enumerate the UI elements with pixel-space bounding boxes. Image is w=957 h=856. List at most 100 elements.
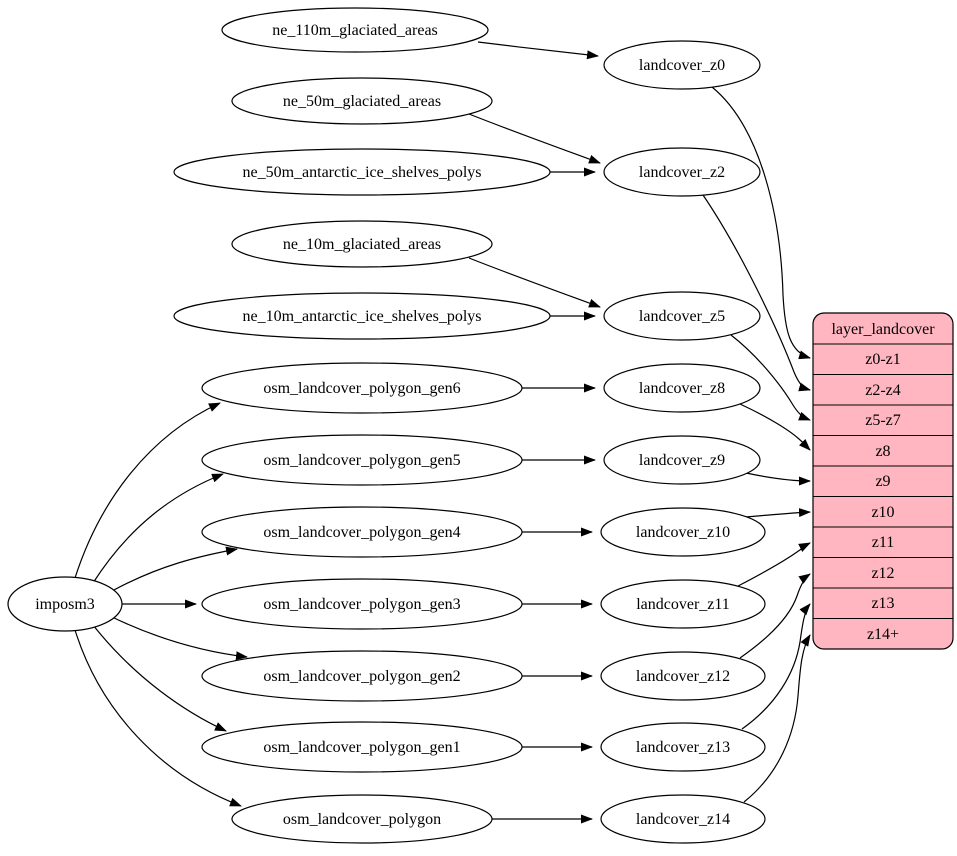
node-landcover_z2: landcover_z2	[603, 147, 761, 197]
edge-z11-row	[737, 542, 811, 587]
edge-z12-row	[739, 573, 811, 659]
node-label: osm_landcover_polygon_gen3	[263, 596, 460, 613]
node-label: landcover_z9	[639, 452, 725, 469]
edge-ne10mg-z5	[468, 257, 601, 308]
table-row-label: z9	[875, 473, 890, 490]
table-layer_landcover: layer_landcover z0-z1 z2-z4 z5-z7 z8 z9 …	[812, 312, 954, 650]
node-ellipse	[600, 579, 766, 629]
node-osm_landcover_polygon_gen5: osm_landcover_polygon_gen5	[201, 434, 523, 486]
node-ne_10m_glaciated_areas: ne_10m_glaciated_areas	[231, 220, 493, 268]
node-ellipse	[603, 363, 761, 413]
node-ellipse	[603, 147, 761, 197]
node-label: osm_landcover_polygon_gen1	[263, 739, 460, 756]
node-ellipse	[173, 292, 551, 340]
node-ne_50m_glaciated_areas: ne_50m_glaciated_areas	[231, 77, 493, 125]
edge-z0-row	[711, 86, 811, 360]
node-ellipse	[600, 794, 766, 844]
table-outline	[812, 312, 954, 650]
node-ellipse	[201, 650, 523, 702]
node-label: landcover_z0	[639, 57, 725, 74]
edges	[74, 41, 811, 824]
node-label: osm_landcover_polygon_gen4	[263, 524, 460, 541]
table-row-label: z10	[871, 504, 894, 521]
node-label: landcover_z10	[636, 524, 730, 541]
edge-z8-row	[739, 403, 811, 451]
table-row-label: z14+	[867, 626, 899, 643]
edge-ne50mg-z2	[468, 113, 601, 164]
node-ellipse	[221, 7, 489, 53]
table-header-label: layer_landcover	[831, 321, 935, 338]
node-ne_110m_glaciated_areas: ne_110m_glaciated_areas	[221, 7, 489, 53]
node-label: osm_landcover_polygon	[283, 811, 441, 828]
table-row-label: z5-z7	[865, 412, 901, 429]
edge-z2-row	[702, 194, 811, 392]
node-label: osm_landcover_polygon_gen2	[263, 668, 460, 685]
node-label: landcover_z5	[639, 308, 725, 325]
node-label: imposm3	[35, 596, 95, 613]
node-ellipse	[600, 507, 766, 557]
node-ellipse	[603, 435, 761, 485]
node-label: ne_10m_antarctic_ice_shelves_polys	[242, 308, 481, 325]
edge-imposm3-gen5	[92, 473, 224, 584]
node-landcover_z9: landcover_z9	[603, 435, 761, 485]
node-label: osm_landcover_polygon_gen6	[263, 380, 460, 397]
edge-imposm3-gen6	[74, 402, 221, 579]
node-ellipse	[201, 434, 523, 486]
node-landcover_z11: landcover_z11	[600, 579, 766, 629]
node-landcover_z12: landcover_z12	[600, 651, 766, 701]
node-landcover_z10: landcover_z10	[600, 507, 766, 557]
node-label: landcover_z14	[636, 811, 730, 828]
edge-z5-row	[730, 334, 811, 421]
node-landcover_z0: landcover_z0	[603, 40, 761, 90]
node-label: ne_10m_glaciated_areas	[283, 236, 441, 253]
node-osm_landcover_polygon_gen3: osm_landcover_polygon_gen3	[201, 578, 523, 630]
node-label: landcover_z2	[639, 164, 725, 181]
node-label: landcover_z8	[639, 380, 725, 397]
node-ellipse	[600, 651, 766, 701]
node-ellipse	[7, 576, 123, 632]
table-row-label: z11	[872, 534, 895, 551]
node-label: ne_110m_glaciated_areas	[272, 22, 438, 39]
node-landcover_z14: landcover_z14	[600, 794, 766, 844]
node-ellipse	[173, 148, 551, 196]
node-label: osm_landcover_polygon_gen5	[263, 452, 460, 469]
node-osm_landcover_polygon: osm_landcover_polygon	[231, 794, 493, 844]
table-row-label: z2-z4	[865, 382, 901, 399]
edge-imposm3-gen1	[92, 624, 227, 732]
node-ellipse	[603, 291, 761, 341]
node-landcover_z13: landcover_z13	[600, 722, 766, 772]
node-label: ne_50m_antarctic_ice_shelves_polys	[242, 164, 481, 181]
node-label: ne_50m_glaciated_areas	[283, 93, 441, 110]
node-ne_50m_antarctic_ice_shelves_polys: ne_50m_antarctic_ice_shelves_polys	[173, 148, 551, 196]
node-ellipse	[201, 721, 523, 773]
edge-z10-row	[744, 508, 811, 518]
edge-z9-row	[745, 472, 811, 486]
node-ellipse	[201, 578, 523, 630]
node-label: landcover_z11	[636, 596, 730, 613]
node-ellipse	[231, 77, 493, 125]
node-osm_landcover_polygon_gen2: osm_landcover_polygon_gen2	[201, 650, 523, 702]
node-osm_landcover_polygon_gen1: osm_landcover_polygon_gen1	[201, 721, 523, 773]
node-ellipse	[600, 722, 766, 772]
node-ellipse	[231, 220, 493, 268]
node-imposm3: imposm3	[7, 576, 123, 632]
table-row-label: z12	[871, 565, 894, 582]
node-ellipse	[231, 794, 493, 844]
node-landcover_z5: landcover_z5	[603, 291, 761, 341]
node-ellipse	[603, 40, 761, 90]
table-row-label: z13	[871, 595, 894, 612]
edge-imposm3-polygon	[74, 629, 242, 807]
edge-imposm3-gen2	[111, 616, 248, 661]
node-landcover_z8: landcover_z8	[603, 363, 761, 413]
node-osm_landcover_polygon_gen4: osm_landcover_polygon_gen4	[201, 506, 523, 558]
node-label: landcover_z13	[636, 739, 730, 756]
edge-z13-row	[741, 603, 811, 730]
edge-imposm3-gen4	[111, 546, 238, 592]
node-ellipse	[201, 362, 523, 414]
node-ellipse	[201, 506, 523, 558]
table-row-label: z8	[875, 443, 890, 460]
node-ne_10m_antarctic_ice_shelves_polys: ne_10m_antarctic_ice_shelves_polys	[173, 292, 551, 340]
table-row-label: z0-z1	[865, 351, 901, 368]
